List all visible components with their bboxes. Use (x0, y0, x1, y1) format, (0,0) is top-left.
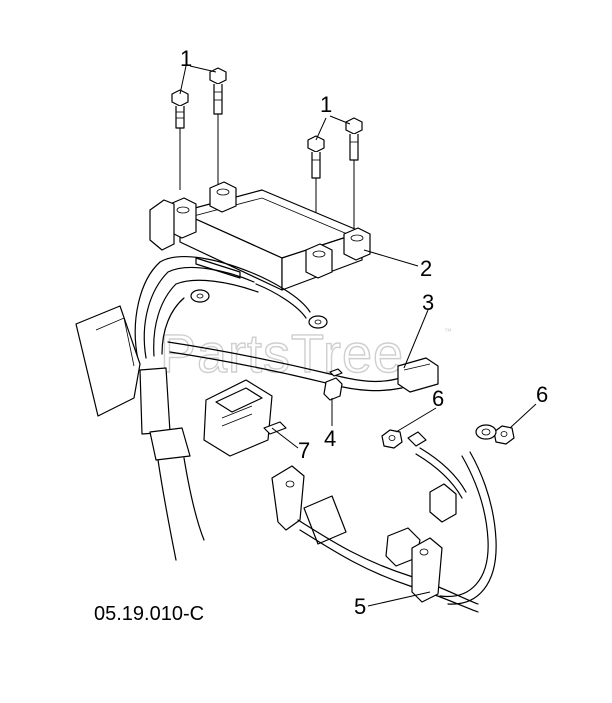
callout-bolt-left: 1 (180, 46, 192, 71)
battery-cable (271, 424, 497, 613)
watermark-trademark: ™ (444, 327, 452, 336)
bolt-left-rear (209, 67, 227, 186)
callout-nut-left: 6 (432, 386, 444, 411)
control-module (149, 181, 371, 291)
callout-bolt-right: 1 (320, 92, 332, 117)
leader-lines (179, 65, 537, 607)
relay-7 (203, 379, 287, 457)
reference-code: 05.19.010-C (94, 603, 204, 625)
callout-battery-cable: 5 (354, 594, 366, 619)
callout-nut-right: 6 (536, 382, 548, 407)
nut-left (381, 429, 403, 449)
clip-4 (323, 368, 343, 401)
bolt-left-front (171, 89, 189, 190)
nut-right (493, 425, 515, 445)
bolt-right-rear (345, 117, 363, 230)
callout-connector: 3 (422, 290, 434, 315)
callout-relay: 7 (298, 438, 310, 463)
connector-3 (397, 357, 439, 393)
watermark-text: PartsTree (160, 324, 404, 384)
wire-harness (75, 256, 403, 561)
callout-control-module: 2 (420, 256, 432, 281)
callout-clip: 4 (324, 426, 336, 451)
